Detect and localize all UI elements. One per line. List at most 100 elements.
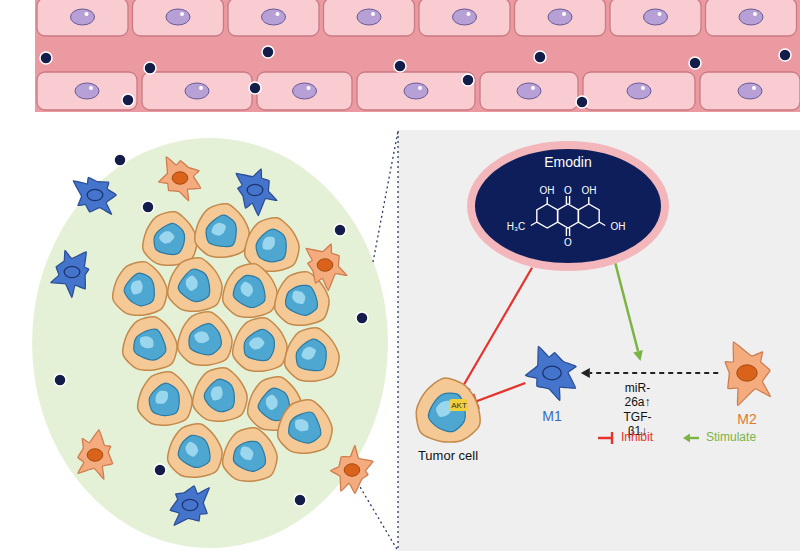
nucleus-highlight	[131, 280, 143, 294]
inhibit-line	[463, 268, 532, 387]
tumor-cell-nucleus	[149, 383, 179, 416]
endothelial-nucleus	[357, 9, 381, 25]
nucleus-highlight	[249, 337, 264, 349]
tumor-cell-nucleus	[428, 393, 465, 431]
nucleus-highlight	[266, 395, 278, 410]
nucleus-highlight	[199, 86, 203, 90]
immune-cell-dot	[334, 224, 346, 236]
tumor-cell-body	[416, 378, 480, 442]
m2-macrophage	[306, 244, 347, 291]
endothelial-nucleus	[185, 83, 209, 99]
endothelial-cell	[700, 72, 800, 110]
chemical-bond	[547, 197, 548, 204]
endothelial-cell	[419, 0, 510, 36]
chemical-bond	[588, 197, 589, 204]
immune-cell-dot	[122, 94, 134, 106]
endothelial-cell	[37, 0, 128, 36]
tumor-cell-body	[123, 317, 177, 371]
m2-macrophage	[330, 445, 373, 493]
cell-label: M1	[542, 408, 561, 424]
cell-label: Tumor cell	[418, 449, 478, 464]
endothelial-cell	[142, 72, 252, 110]
tumor-cell-nucleus	[233, 275, 265, 307]
m2-nucleus	[87, 449, 103, 461]
endothelial-nucleus	[738, 83, 762, 99]
nucleus-highlight	[276, 12, 280, 16]
arrow-head	[683, 434, 690, 443]
edge-label: miR-26a↑ TGF-β1↓	[622, 381, 654, 439]
tumor-cell-body	[233, 318, 287, 372]
endothelial-cell	[480, 72, 578, 110]
tumor-cell-nucleus	[178, 435, 210, 467]
endothelial-nucleus	[739, 9, 763, 25]
m1-macrophage	[73, 177, 116, 214]
nucleus-highlight	[467, 12, 471, 16]
m2-macrophage	[159, 157, 201, 201]
tumor-cell-body	[178, 312, 232, 366]
m1-nucleus	[543, 366, 562, 380]
immune-cell-dot	[54, 374, 66, 386]
endothelial-nucleus	[75, 83, 99, 99]
chemical-bond	[531, 222, 537, 226]
nucleus-highlight	[186, 276, 198, 291]
m2-nucleus	[317, 259, 333, 271]
chemical-bond	[569, 196, 570, 204]
tumor-cell-nucleus	[296, 339, 326, 370]
arrow-head	[581, 368, 590, 378]
endothelial-cell	[706, 0, 797, 36]
nucleus-highlight	[85, 12, 89, 16]
tumor-cell-nucleus	[204, 379, 234, 412]
m1-nucleus	[64, 266, 80, 277]
endothelial-nucleus	[166, 9, 190, 25]
drug-ellipse-shape	[471, 145, 665, 267]
legend-text: Inhibit	[621, 431, 653, 445]
tumor-cell-body	[168, 424, 223, 477]
immune-cell-dot	[249, 82, 261, 94]
inhibit-line	[476, 383, 525, 402]
m1-nucleus	[247, 184, 263, 195]
immune-cell-dot	[462, 74, 474, 86]
nucleus-highlight	[307, 86, 311, 90]
chemical-ring	[558, 204, 579, 228]
m1-macrophage	[236, 169, 277, 216]
connector	[473, 383, 525, 409]
tumor-cell-nucleus	[134, 329, 166, 360]
tumor-cell-nucleus	[233, 441, 265, 471]
tumor-cell-nucleus	[289, 412, 321, 443]
immune-cell-dot	[40, 52, 52, 64]
m2-macrophage	[725, 342, 770, 406]
chemical-atom: O	[564, 237, 572, 248]
tumor-cell-nucleus	[244, 329, 274, 360]
tumor-cell-nucleus	[124, 273, 154, 306]
tumor-cell-nucleus	[154, 223, 184, 254]
zoom-line	[373, 131, 398, 262]
immune-cell-dot	[114, 154, 126, 166]
nucleus-highlight	[185, 442, 198, 457]
endothelial-nucleus	[404, 83, 428, 99]
chemical-bond	[566, 228, 567, 236]
m1-nucleus	[87, 189, 103, 200]
legend-text: Stimulate	[706, 431, 756, 445]
tumor-cell-body	[223, 264, 277, 318]
legend-item: Stimulate	[681, 431, 756, 445]
arrow-head	[633, 350, 643, 361]
endothelial-cell	[133, 0, 224, 36]
tumor-cell-body	[168, 258, 222, 312]
endothelial-cell	[610, 0, 701, 36]
m2-macrophage-node: M2	[711, 337, 783, 427]
legend-swatch	[596, 431, 616, 445]
polarization-arrow	[590, 372, 718, 374]
chemical-bond	[566, 196, 567, 204]
nucleus-highlight	[641, 86, 645, 90]
endothelial-nucleus	[262, 9, 286, 25]
endothelial-cell	[37, 72, 137, 110]
connector	[581, 368, 718, 378]
nucleus-highlight	[371, 12, 375, 16]
nucleus-highlight	[658, 12, 662, 16]
chemical-ring	[578, 204, 599, 228]
cell-shape	[413, 377, 483, 447]
node-title: Emodin	[544, 154, 591, 170]
nucleus-highlight	[180, 12, 184, 16]
